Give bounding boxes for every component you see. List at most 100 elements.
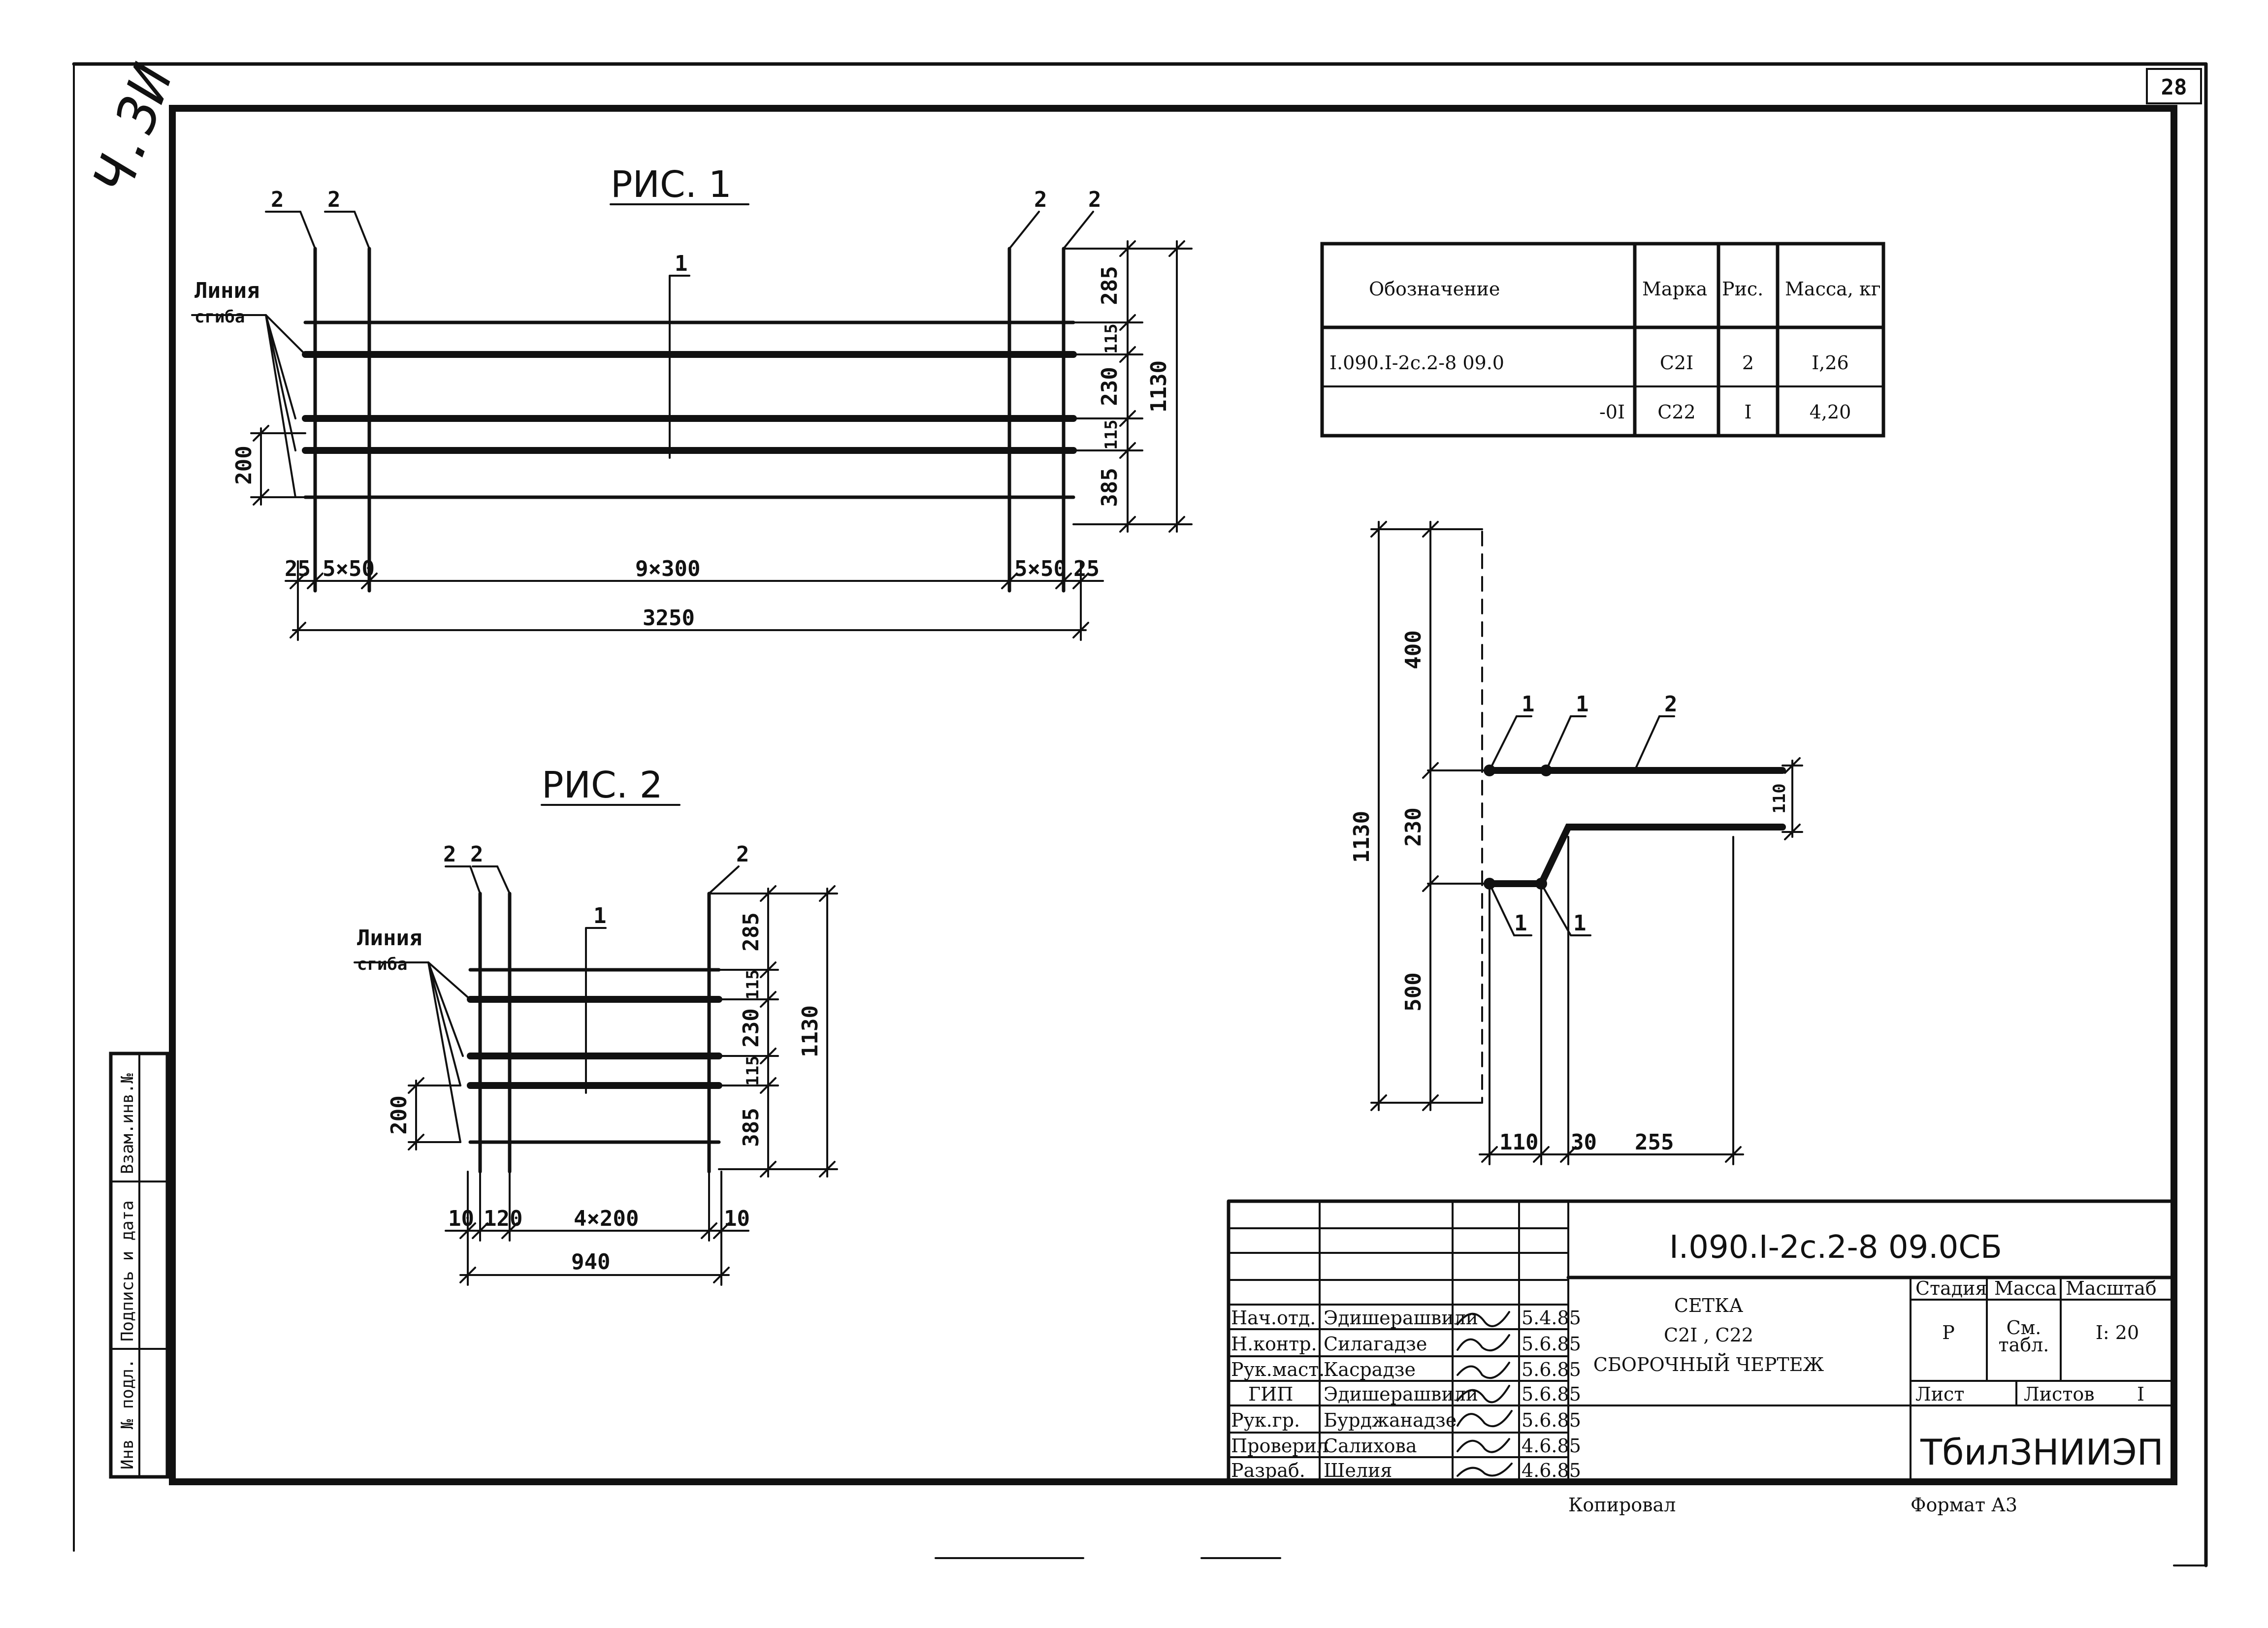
section-label-1c: 1 xyxy=(1514,911,1527,936)
fig2-dim-right-2: 115 xyxy=(743,969,763,999)
staff-name: Шелия xyxy=(1324,1460,1392,1481)
figure-2: РИС. 2 Линия сгиба 2 2 2 1 285 115 230 1… xyxy=(354,764,838,1286)
fig1-dim-bottom-2: 5×50 xyxy=(323,556,375,581)
staff-date: 5.6.85 xyxy=(1522,1383,1581,1405)
sheet-number: 28 xyxy=(2161,75,2187,100)
staff-row: Н.контр. Силагадзе 5.6.85 xyxy=(1231,1333,1581,1355)
sheets-label: Листов xyxy=(2024,1383,2095,1405)
staff-name: Эдишерашвили xyxy=(1324,1307,1478,1329)
staff-role: ГИП xyxy=(1248,1383,1293,1405)
fig2-dim-right-1: 285 xyxy=(739,912,764,951)
staff-name: Эдишерашвили xyxy=(1324,1383,1478,1405)
fig2-dim-bottom-2: 120 xyxy=(484,1206,522,1231)
staff-role: Разраб. xyxy=(1231,1460,1305,1481)
fig2-title: РИС. 2 xyxy=(542,764,663,806)
fig1-title: РИС. 1 xyxy=(611,163,732,206)
section-dim-right: 110 xyxy=(1770,783,1789,813)
fig2-label-2b: 2 xyxy=(470,842,484,867)
fig1-label-2d: 2 xyxy=(1088,187,1102,212)
staff-name: Салихова xyxy=(1324,1435,1417,1457)
fig2-dim-right-4: 115 xyxy=(743,1055,763,1085)
fig1-dim-right-5: 385 xyxy=(1097,468,1122,507)
stage-value: Р xyxy=(1942,1322,1955,1343)
spec-header-designation: Обозначение xyxy=(1369,278,1500,300)
fig2-dim-total: 1130 xyxy=(798,1005,823,1057)
fig1-dim-bottom-5: 25 xyxy=(1073,556,1100,581)
sheets-value: I xyxy=(2137,1383,2144,1405)
scale-value: I: 20 xyxy=(2096,1322,2139,1343)
fig2-label-2c: 2 xyxy=(736,842,749,867)
spec-cell: I xyxy=(1744,401,1751,423)
doc-code: I.090.I-2с.2-8 09.0СБ xyxy=(1669,1229,2002,1266)
staff-name: Бурджанадзе xyxy=(1324,1409,1457,1431)
title-block: I.090.I-2с.2-8 09.0СБ СЕТКА С2I , С22 СБ… xyxy=(1227,1199,2176,1516)
side-stamp-sign: Подпись и дата xyxy=(118,1200,137,1341)
staff-date: 5.4.85 xyxy=(1522,1307,1581,1329)
fig2-bend-label-1: Линия xyxy=(357,926,422,951)
fig1-label-2a: 2 xyxy=(271,187,284,212)
staff-row: Рук.гр. Бурджанадзе 5.6.85 xyxy=(1231,1409,1581,1431)
spec-header-fig: Рис. xyxy=(1722,278,1763,300)
spec-cell: -0I xyxy=(1599,401,1625,423)
mass-header: Масса xyxy=(1994,1277,2057,1299)
copied-label: Копировал xyxy=(1568,1494,1676,1516)
spec-cell: С2I xyxy=(1660,352,1693,374)
spec-header-mark: Марка xyxy=(1642,278,1707,300)
fig1-bend-label-2: сгиба xyxy=(194,307,245,327)
fig2-label-2a: 2 xyxy=(443,842,456,867)
staff-date: 5.6.85 xyxy=(1522,1359,1581,1380)
staff-date: 5.6.85 xyxy=(1522,1333,1581,1355)
staff-date: 4.6.85 xyxy=(1522,1460,1581,1481)
section-dim-bottom-1: 110 xyxy=(1499,1130,1538,1155)
section-dim-bottom-3: 255 xyxy=(1635,1130,1674,1155)
staff-name: Касрадзе xyxy=(1324,1359,1416,1380)
fig1-dim-bottom-3: 9×300 xyxy=(635,556,700,581)
section-dim-left-1: 400 xyxy=(1401,630,1426,669)
spec-cell: 2 xyxy=(1742,352,1754,374)
table-row: I.090.I-2с.2-8 09.0 С2I 2 I,26 xyxy=(1329,352,1849,374)
doc-name-2: С2I , С22 xyxy=(1664,1324,1753,1346)
doc-name-3: СБОРОЧНЫЙ ЧЕРТЕЖ xyxy=(1593,1353,1824,1375)
sheet-label: Лист xyxy=(1915,1383,1964,1405)
side-stamp-replace: Взам.инв.№ xyxy=(118,1073,137,1174)
table-row: -0I С22 I 4,20 xyxy=(1599,401,1851,423)
fig1-dim-right-1: 285 xyxy=(1097,266,1122,305)
staff-role: Нач.отд. xyxy=(1231,1307,1316,1329)
section-label-1a: 1 xyxy=(1522,692,1535,717)
spec-table: Обозначение Марка Рис. Масса, кг I.090.I… xyxy=(1320,242,1885,438)
fig1-dim-total: 1130 xyxy=(1146,360,1171,413)
organization: ТбилЗНИИЭП xyxy=(1920,1432,2164,1473)
fig1-dim-left: 200 xyxy=(231,446,257,484)
fig2-dim-right-3: 230 xyxy=(739,1008,764,1047)
section-dim-total: 1130 xyxy=(1349,811,1374,863)
section-dim-left-3: 500 xyxy=(1401,972,1426,1011)
staff-role: Рук.маст. xyxy=(1231,1359,1325,1380)
staff-row: ГИП Эдишерашвили 5.6.85 xyxy=(1248,1383,1581,1405)
fig1-dim-right-2: 115 xyxy=(1102,323,1121,353)
staff-row: Проверил Салихова 4.6.85 xyxy=(1231,1435,1581,1457)
fig1-dim-bottom-1: 25 xyxy=(285,556,311,581)
doc-name-1: СЕТКА xyxy=(1674,1295,1744,1316)
side-stamp: Инв № подл. Подпись и дата Взам.инв.№ xyxy=(109,1052,169,1479)
staff-row: Рук.маст. Касрадзе 5.6.85 xyxy=(1231,1359,1581,1380)
spec-cell: С22 xyxy=(1657,401,1695,423)
staff-role: Рук.гр. xyxy=(1231,1409,1300,1431)
mass-value-2: табл. xyxy=(1999,1334,2049,1356)
fig2-dim-bottom-4: 10 xyxy=(724,1206,750,1231)
fig1-dim-bottom-4: 5×50 xyxy=(1014,556,1067,581)
fig1-label-2c: 2 xyxy=(1034,187,1047,212)
figure-1: РИС. 1 Линия сгиба 2 2 2 2 1 285 115 230… xyxy=(191,163,1193,641)
fig1-dim-length: 3250 xyxy=(643,606,695,631)
staff-row: Нач.отд. Эдишерашвили 5.4.85 xyxy=(1231,1307,1581,1329)
fig2-dim-length: 940 xyxy=(571,1249,610,1275)
fig1-dim-right-4: 115 xyxy=(1102,419,1121,449)
fig2-label-1: 1 xyxy=(593,903,607,928)
fig2-dim-bottom-3: 4×200 xyxy=(574,1206,639,1231)
fig2-dim-left: 200 xyxy=(387,1095,412,1134)
staff-name: Силагадзе xyxy=(1324,1333,1427,1355)
fig2-dim-bottom-1: 10 xyxy=(448,1206,474,1231)
section-label-1d: 1 xyxy=(1573,911,1587,936)
section-dim-bottom-2: 30 xyxy=(1571,1130,1597,1155)
format-label: Формат А3 xyxy=(1911,1494,2017,1516)
